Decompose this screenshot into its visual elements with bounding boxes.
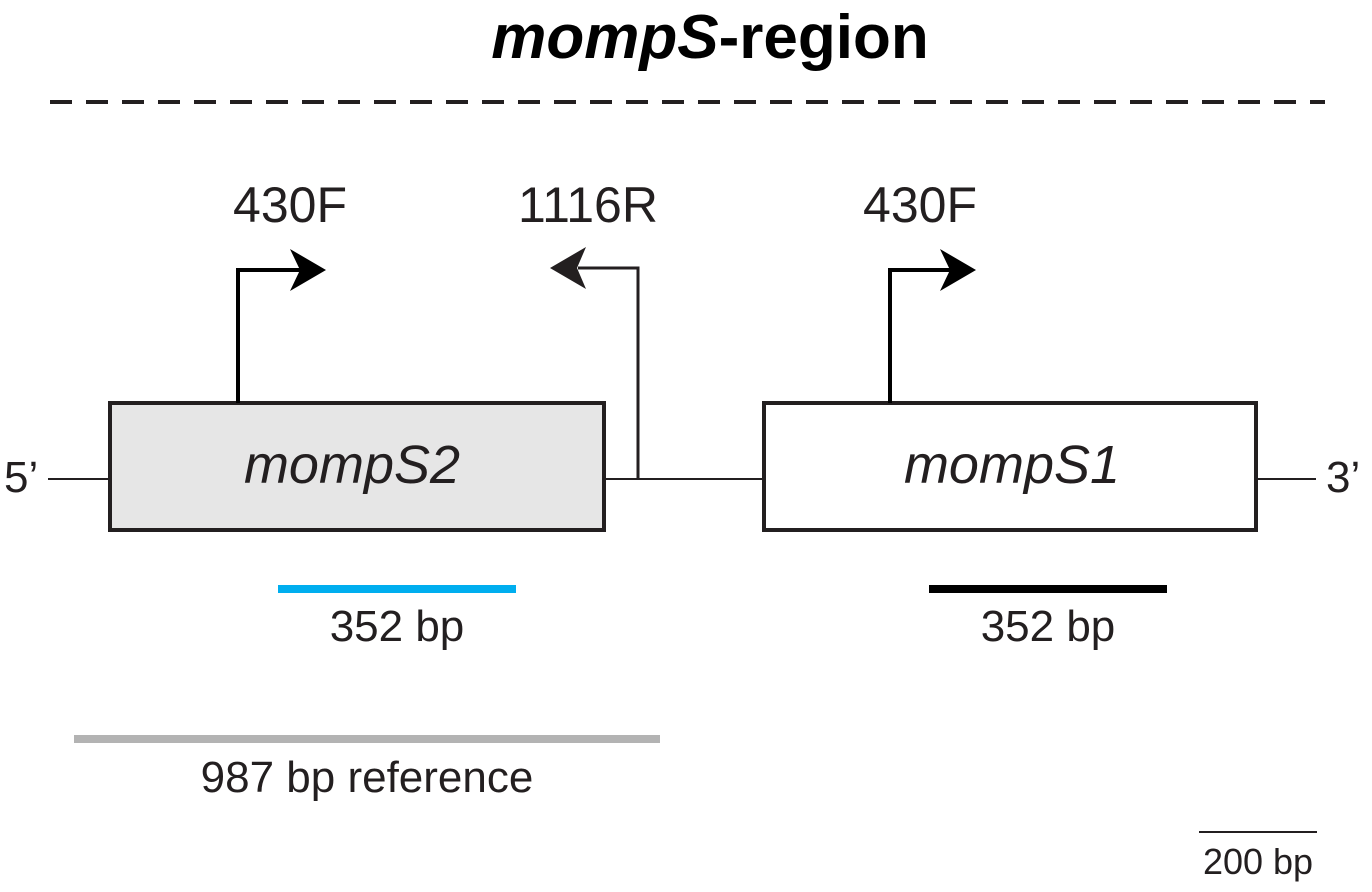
gene-label-mompS2: mompS2 — [244, 435, 460, 495]
title-normal-part: -region — [719, 3, 929, 72]
primer-label-1116R: 1116R — [518, 177, 658, 233]
arrow-right-icon — [940, 249, 976, 291]
arrow-left-icon — [550, 247, 586, 289]
diagram-title: mompS-region — [491, 3, 928, 72]
gene-label-mompS1: mompS1 — [904, 435, 1120, 495]
amplicon-label-mompS1: 352 bp — [981, 602, 1116, 651]
title-italic-part: mompS — [491, 3, 718, 72]
reference-label: 987 bp reference — [201, 753, 534, 802]
gene-box-mompS1 — [762, 401, 1258, 532]
gene-box-mompS2 — [108, 401, 606, 532]
five-prime-label: 5’ — [4, 453, 38, 502]
amplicon-label-mompS2: 352 bp — [330, 602, 465, 651]
primer-arrow-430F-right — [888, 249, 976, 403]
arrow-right-icon — [290, 249, 326, 291]
scale-bar-label: 200 bp — [1203, 841, 1313, 882]
primer-arrow-430F-left — [236, 249, 326, 403]
three-prime-label: 3’ — [1326, 453, 1360, 502]
primer-arrow-1116R — [550, 247, 640, 479]
primer-label-430F-left: 430F — [233, 177, 347, 233]
primer-label-430F-right: 430F — [863, 177, 977, 233]
